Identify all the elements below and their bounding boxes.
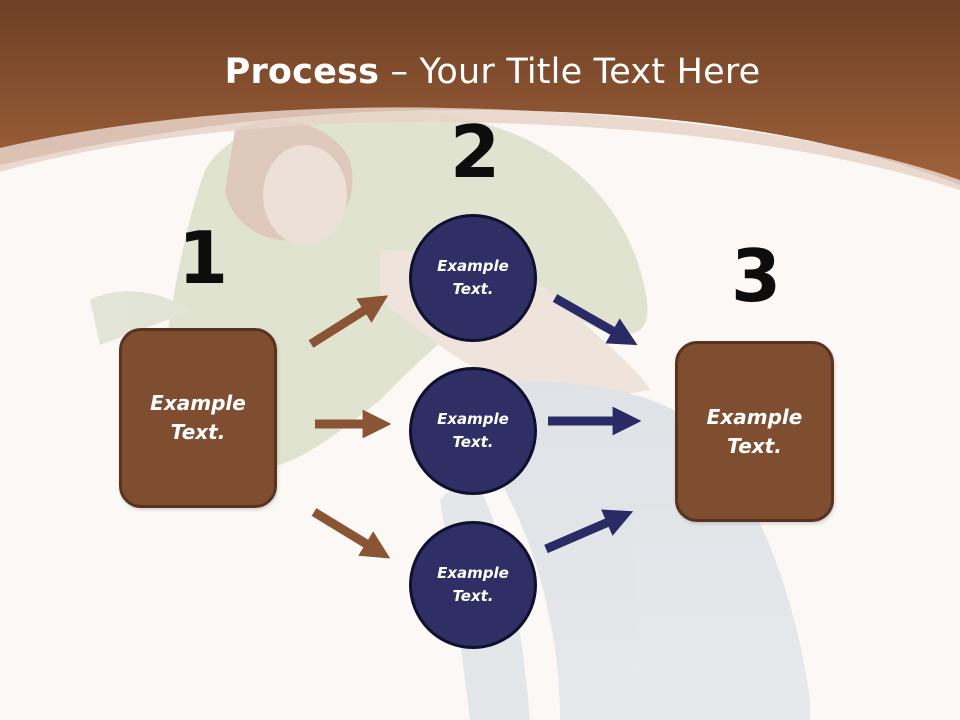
- process-circle-3: Example Text.: [409, 521, 537, 649]
- title-bold: Process: [224, 52, 380, 92]
- process-circle-1: Example Text.: [409, 214, 537, 342]
- arrow-left-to-circle-3: [311, 508, 391, 559]
- circle-1-line-2: Text.: [452, 280, 494, 298]
- right-text-box: Example Text.: [675, 341, 834, 522]
- arrow-circle-3-to-right: [544, 509, 634, 554]
- process-circle-2: Example Text.: [409, 367, 537, 495]
- circle-3-line-1: Example: [437, 564, 509, 582]
- left-box-line-1: Example: [150, 391, 246, 415]
- title-rest: – Your Title Text Here: [379, 52, 761, 92]
- step-number-2: 2: [450, 110, 501, 194]
- header-swoosh: [0, 107, 960, 190]
- header-band: [0, 0, 960, 185]
- step-number-1: 1: [178, 216, 229, 300]
- step-number-3: 3: [731, 234, 782, 318]
- right-box-line-1: Example: [706, 404, 803, 429]
- circle-2-line-1: Example: [437, 410, 509, 428]
- circle-2-line-2: Text.: [452, 433, 494, 451]
- left-box-line-2: Text.: [170, 420, 226, 444]
- circle-3-line-2: Text.: [452, 587, 494, 605]
- arrow-circle-1-to-right: [552, 294, 638, 346]
- left-text-box: Example Text.: [119, 328, 277, 508]
- slide-title: Process – Your Title Text Here: [0, 52, 960, 92]
- right-box-line-2: Text.: [727, 433, 782, 458]
- circle-1-line-1: Example: [437, 257, 509, 275]
- arrow-left-to-circle-1: [308, 295, 389, 348]
